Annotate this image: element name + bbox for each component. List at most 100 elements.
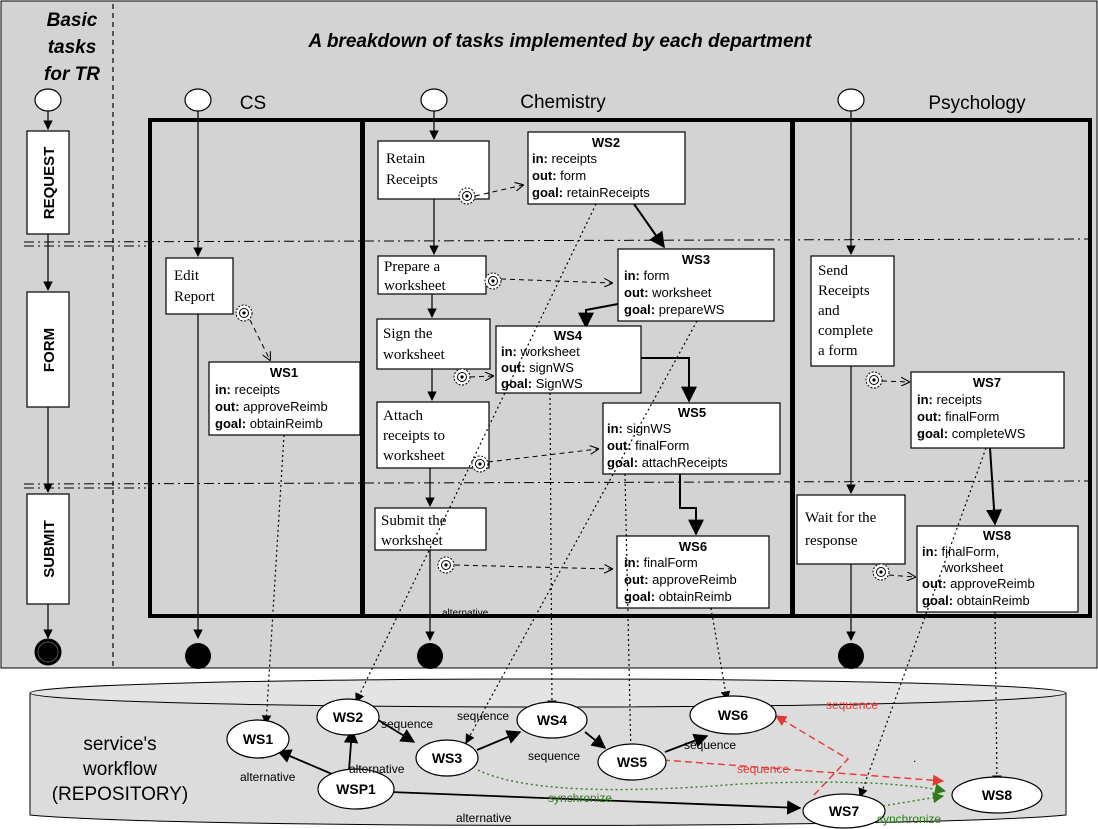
edge-label-red: sequence xyxy=(826,698,878,712)
repo-node-ws1: WS1 xyxy=(226,719,290,759)
dept-chemistry-label: Chemistry xyxy=(520,92,606,113)
svg-text:FORM: FORM xyxy=(41,328,58,372)
repository-cylinder xyxy=(29,678,1067,826)
task-attach-receipts xyxy=(376,401,490,469)
svg-text:receipts to: receipts to xyxy=(383,428,445,444)
task-wait-response xyxy=(796,494,906,565)
svg-text:WS6: WS6 xyxy=(679,539,707,554)
repo-node-ws3: WS3 xyxy=(415,739,479,777)
task-sign-worksheet xyxy=(376,318,491,370)
repo-node-ws6: WS6 xyxy=(689,695,777,735)
basic-tasks-heading: Basic tasks for TR xyxy=(44,10,100,85)
svg-text:complete: complete xyxy=(818,323,873,339)
task-send-receipts xyxy=(810,255,895,367)
svg-text:Retain: Retain xyxy=(386,151,426,167)
svg-text:WS5: WS5 xyxy=(617,754,648,770)
dept-psychology-label: Psychology xyxy=(928,93,1026,114)
svg-text:Send: Send xyxy=(818,263,849,279)
edge-label-green: synchronize xyxy=(877,812,941,826)
svg-text:worksheet: worksheet xyxy=(381,533,443,549)
diagram-title: A breakdown of tasks implemented by each… xyxy=(308,31,813,52)
svg-text:out: finalForm: out: finalForm xyxy=(917,409,999,424)
svg-text:WS4: WS4 xyxy=(537,712,568,728)
svg-text:Attach: Attach xyxy=(383,408,423,424)
svg-text:in: receipts: in: receipts xyxy=(532,151,598,166)
svg-text:in: signWS: in: signWS xyxy=(607,421,672,436)
svg-text:in: receipts: in: receipts xyxy=(917,392,983,407)
svg-text:out: signWS: out: signWS xyxy=(501,360,574,375)
svg-text:WS1: WS1 xyxy=(243,731,274,747)
svg-text:WS7: WS7 xyxy=(829,803,860,819)
svg-text:WS8: WS8 xyxy=(983,528,1011,543)
edge-label: alternative xyxy=(456,811,512,825)
service-ws4 xyxy=(495,325,642,394)
edge-label: sequence xyxy=(684,738,736,752)
svg-text:REQUEST: REQUEST xyxy=(41,147,58,220)
svg-text:WS3: WS3 xyxy=(682,252,710,267)
svg-text:Receipts: Receipts xyxy=(386,172,438,188)
repository-label: service's xyxy=(83,734,156,755)
edge-label-green: synchronize xyxy=(548,791,612,805)
phase-form xyxy=(26,291,70,408)
svg-text:goal: obtainReimb: goal: obtainReimb xyxy=(215,416,323,431)
svg-text:goal: retainReceipts: goal: retainReceipts xyxy=(532,185,650,200)
svg-text:out: finalForm: out: finalForm xyxy=(607,438,689,453)
svg-text:in: form: in: form xyxy=(624,268,670,283)
svg-text:tasks: tasks xyxy=(48,37,97,58)
svg-text:Submit the: Submit the xyxy=(381,513,447,529)
svg-text:WS1: WS1 xyxy=(270,365,298,380)
service-ws5 xyxy=(602,402,781,475)
svg-text:WS8: WS8 xyxy=(982,787,1013,803)
svg-text:out: worksheet: out: worksheet xyxy=(624,285,712,300)
svg-text:worksheet: worksheet xyxy=(383,448,445,464)
edge-label: sequence xyxy=(381,717,433,731)
dept-cs-label: CS xyxy=(240,93,266,114)
svg-text:out: approveReimb: out: approveReimb xyxy=(624,572,737,587)
svg-text:goal: completeWS: goal: completeWS xyxy=(917,426,1026,441)
svg-text:goal: obtainReimb: goal: obtainReimb xyxy=(922,593,1030,608)
task-prepare-worksheet xyxy=(377,255,487,295)
psychology-department-box xyxy=(790,118,1092,618)
repo-node-wsp1: WSP1 xyxy=(317,768,395,810)
service-ws8 xyxy=(916,525,1079,613)
svg-text:Edit: Edit xyxy=(174,268,200,284)
svg-text:in: worksheet: in: worksheet xyxy=(501,344,580,359)
svg-text:Basic: Basic xyxy=(47,10,98,31)
svg-text:Wait for the: Wait for the xyxy=(805,510,877,526)
phase-submit xyxy=(26,493,70,605)
svg-text:worksheet: worksheet xyxy=(384,278,446,294)
svg-text:in: receipts: in: receipts xyxy=(215,382,281,397)
svg-text:goal: obtainReimb: goal: obtainReimb xyxy=(624,589,732,604)
svg-text:Sign the: Sign the xyxy=(383,326,433,342)
svg-text:(REPOSITORY): (REPOSITORY) xyxy=(52,784,189,805)
svg-text:response: response xyxy=(805,533,858,549)
service-ws2 xyxy=(527,131,686,205)
edge-label: sequence xyxy=(457,709,509,723)
start-node-psychology xyxy=(837,88,865,112)
start-node-basic xyxy=(34,88,62,112)
service-ws3 xyxy=(617,248,775,322)
end-node-psychology xyxy=(838,643,864,669)
svg-text:in: finalForm: in: finalForm xyxy=(624,555,698,570)
svg-text:and: and xyxy=(818,303,840,319)
edge-label: sequence xyxy=(528,749,580,763)
svg-text:WSP1: WSP1 xyxy=(336,781,376,797)
edge-label: alternative xyxy=(240,770,296,784)
task-edit-report xyxy=(165,257,234,315)
service-ws7 xyxy=(910,371,1065,449)
end-node-chemistry xyxy=(417,643,443,669)
task-submit-worksheet xyxy=(374,507,487,551)
svg-text:WS2: WS2 xyxy=(333,709,364,725)
repo-node-ws5: WS5 xyxy=(597,743,667,781)
svg-text:SUBMIT: SUBMIT xyxy=(41,520,58,578)
end-node-cs xyxy=(185,643,211,669)
start-node-chemistry xyxy=(420,88,448,112)
stray-dot: . xyxy=(913,751,916,765)
repo-node-ws4: WS4 xyxy=(516,701,588,739)
svg-text:out: approveReimb: out: approveReimb xyxy=(922,576,1035,591)
end-node-basic xyxy=(34,638,62,666)
svg-text:workflow: workflow xyxy=(82,759,157,780)
svg-text:out: form: out: form xyxy=(532,168,586,183)
service-ws6 xyxy=(616,535,770,609)
